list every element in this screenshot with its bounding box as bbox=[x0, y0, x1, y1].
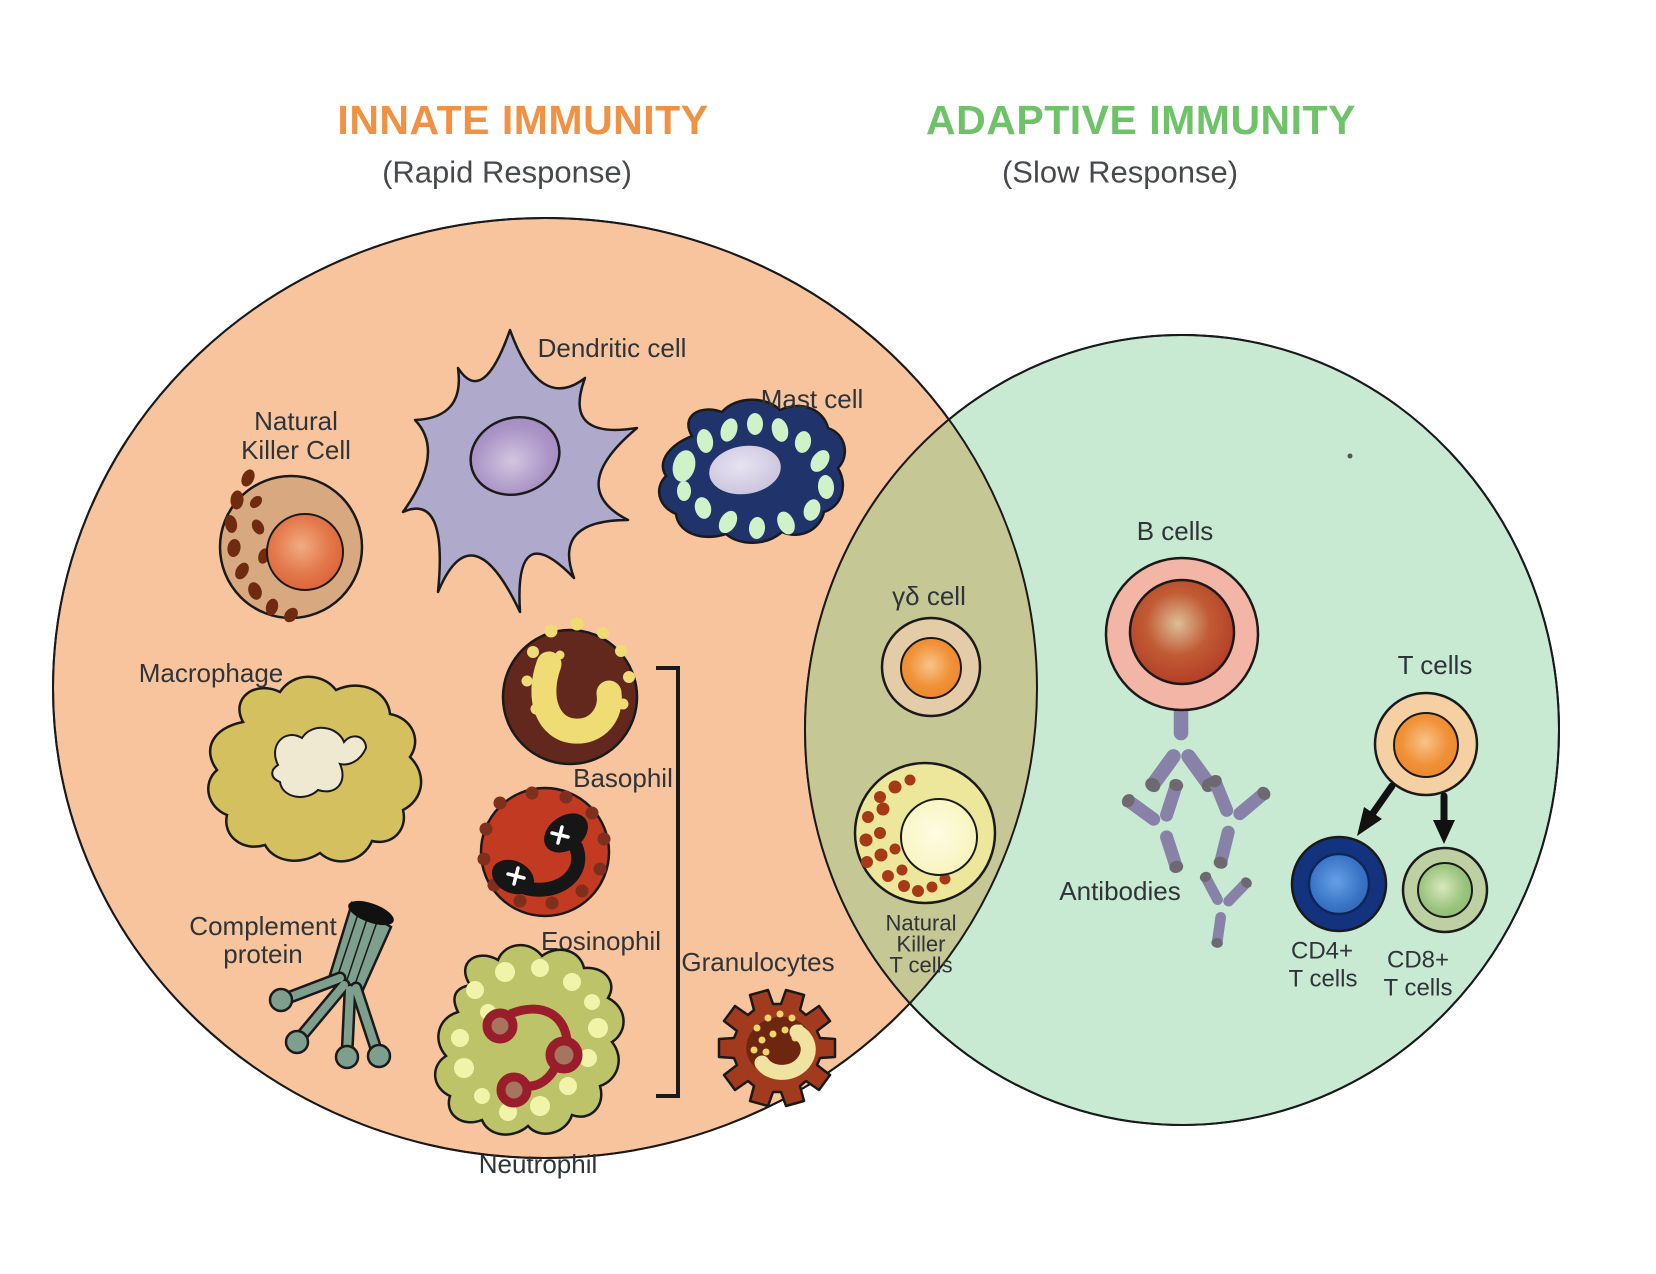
basophil-granules bbox=[521, 617, 635, 715]
nkt-granules bbox=[859, 774, 951, 897]
cd8-t-cell: CD8+ T cells bbox=[1384, 846, 1489, 1002]
mast-cell-label: Mast cell bbox=[761, 384, 864, 414]
neutrophil-cell: Neutrophil bbox=[434, 943, 625, 1179]
granulocyte-cell bbox=[717, 988, 837, 1108]
complement-legs bbox=[268, 971, 392, 1070]
t-cells-label: T cells bbox=[1398, 650, 1473, 680]
neutrophil-label: Neutrophil bbox=[479, 1149, 598, 1179]
antibodies-label: Antibodies bbox=[1059, 876, 1180, 906]
b-cells-label: B cells bbox=[1137, 516, 1214, 546]
t-cell-nucleus bbox=[1393, 712, 1459, 778]
complement-label-line1: Complement bbox=[189, 911, 337, 941]
mast-cell: Mast cell bbox=[657, 384, 864, 544]
innate-subtitle: (Rapid Response) bbox=[382, 155, 632, 190]
macrophage-label: Macrophage bbox=[139, 658, 284, 688]
eosinophil-cell: Eosinophil bbox=[477, 786, 661, 956]
t-cell-arrows bbox=[1357, 782, 1455, 844]
macrophage-nucleus bbox=[271, 727, 368, 798]
adaptive-title: ADAPTIVE IMMUNITY bbox=[926, 97, 1356, 143]
adaptive-region-outline bbox=[804, 334, 1560, 1126]
arrow-to-cd4-head bbox=[1357, 807, 1382, 836]
eosinophil-sparkles bbox=[506, 825, 570, 886]
cd4-label-line2: T cells bbox=[1289, 966, 1358, 993]
mast-cell-nucleus bbox=[709, 445, 781, 495]
b-cell-nucleus bbox=[1128, 578, 1236, 686]
gamma-delta-nucleus bbox=[900, 637, 962, 699]
nkt-nucleus bbox=[900, 798, 978, 876]
stray-dot bbox=[1347, 453, 1353, 459]
complement-label-line2: protein bbox=[223, 939, 303, 969]
nkt-label-line3: T cells bbox=[889, 953, 952, 978]
basophil-cell: Basophil bbox=[501, 617, 673, 793]
arrow-to-cd4 bbox=[1369, 782, 1396, 817]
cd4-nucleus bbox=[1307, 852, 1371, 916]
eosinophil-nucleus bbox=[491, 813, 588, 897]
gamma-delta-label: γδ cell bbox=[892, 581, 966, 611]
basophil-label: Basophil bbox=[573, 763, 673, 793]
t-cell: T cells bbox=[1373, 650, 1479, 797]
natural-killer-cell: Natural Killer Cell bbox=[218, 406, 364, 623]
complement-protein: Complement protein bbox=[189, 900, 394, 1070]
granulocytes-label: Granulocytes bbox=[681, 947, 834, 977]
adaptive-subtitle: (Slow Response) bbox=[1002, 155, 1238, 190]
cd4-t-cell: CD4+ T cells bbox=[1289, 835, 1388, 993]
granulocyte-nucleus bbox=[754, 1024, 816, 1080]
basophil-nucleus bbox=[531, 651, 622, 744]
macrophage-cell: Macrophage bbox=[139, 658, 423, 863]
arrow-to-cd8-head bbox=[1433, 820, 1455, 844]
nk-cell-label-line1: Natural bbox=[254, 406, 338, 436]
mast-cell-granules bbox=[672, 413, 835, 539]
cd4-label-line1: CD4+ bbox=[1291, 938, 1353, 965]
cd8-label-line2: T cells bbox=[1384, 975, 1453, 1002]
antibodies: Antibodies bbox=[1059, 770, 1276, 952]
innate-region-outline bbox=[52, 217, 1038, 1159]
dendritic-cell: Dendritic cell bbox=[401, 328, 687, 614]
nk-cell-nucleus bbox=[266, 513, 344, 591]
granulocytes-bracket bbox=[656, 666, 680, 1098]
innate-title: INNATE IMMUNITY bbox=[337, 97, 708, 143]
dendritic-cell-label: Dendritic cell bbox=[538, 333, 687, 363]
cd8-label-line1: CD8+ bbox=[1387, 947, 1449, 974]
gamma-delta-cell: γδ cell bbox=[880, 581, 982, 718]
granulocytes-group: Granulocytes bbox=[656, 666, 837, 1108]
b-cell: B cells bbox=[1104, 516, 1260, 796]
eosinophil-granules bbox=[477, 786, 611, 910]
nkt-label-line1: Natural bbox=[886, 911, 957, 936]
complement-cylinder-ridges bbox=[336, 907, 379, 991]
neutrophil-nucleus bbox=[482, 1004, 583, 1108]
nkt-cell: Natural Killer T cells bbox=[853, 761, 997, 978]
dendritic-cell-nucleus bbox=[469, 416, 561, 496]
neutrophil-granules bbox=[451, 959, 608, 1121]
diagram-header: INNATE IMMUNITY (Rapid Response) ADAPTIV… bbox=[337, 97, 1356, 190]
cd8-nucleus bbox=[1417, 862, 1473, 918]
complement-cap bbox=[348, 900, 394, 926]
nk-cell-label-line2: Killer Cell bbox=[241, 435, 351, 465]
nkt-label-line2: Killer bbox=[897, 932, 946, 957]
